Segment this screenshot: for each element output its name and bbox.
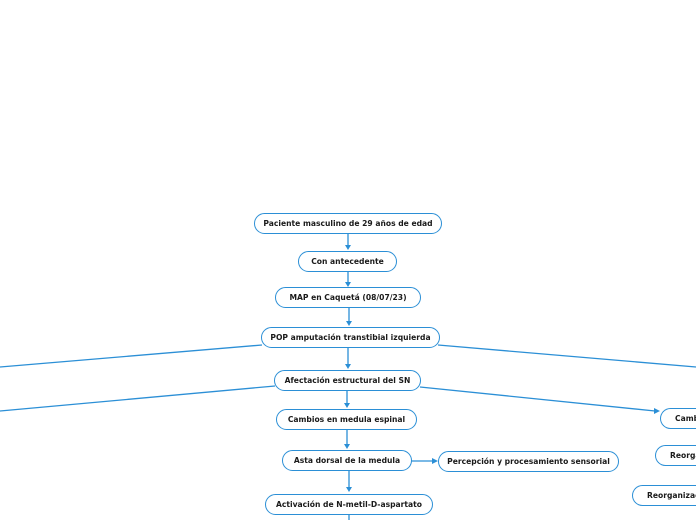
node-sn[interactable]: Afectación estructural del SN [274,370,421,391]
node-nmda[interactable]: Activación de N-metil-D-aspartato [265,494,433,515]
node-antecedent[interactable]: Con antecedente [298,251,397,272]
arrowhead [345,364,351,369]
node-medula[interactable]: Cambios en medula espinal [276,409,417,430]
arrowhead [654,408,660,414]
node-patient[interactable]: Paciente masculino de 29 años de edad [254,213,442,234]
node-right-reorganizacion-2[interactable]: Reorganizac [632,485,696,506]
node-percepcion[interactable]: Percepción y procesamiento sensorial [438,451,619,472]
arrowhead [344,444,350,449]
node-right-cambios[interactable]: Cambi [660,408,696,429]
arrowhead [345,245,351,250]
arrowhead [345,282,351,287]
arrowhead [346,487,352,492]
connector-pop-right [437,344,696,368]
arrowhead [344,403,350,408]
arrowhead [346,321,352,326]
node-pop[interactable]: POP amputación transtibial izquierda [261,327,440,348]
connector-pop-left [0,344,263,368]
connector-sn-right [419,386,656,412]
node-right-reorganizacion-1[interactable]: Reorga [655,445,696,466]
node-asta[interactable]: Asta dorsal de la medula [282,450,412,471]
connector-sn-left [0,385,276,412]
node-map[interactable]: MAP en Caquetá (08/07/23) [275,287,421,308]
arrowhead [432,458,438,464]
